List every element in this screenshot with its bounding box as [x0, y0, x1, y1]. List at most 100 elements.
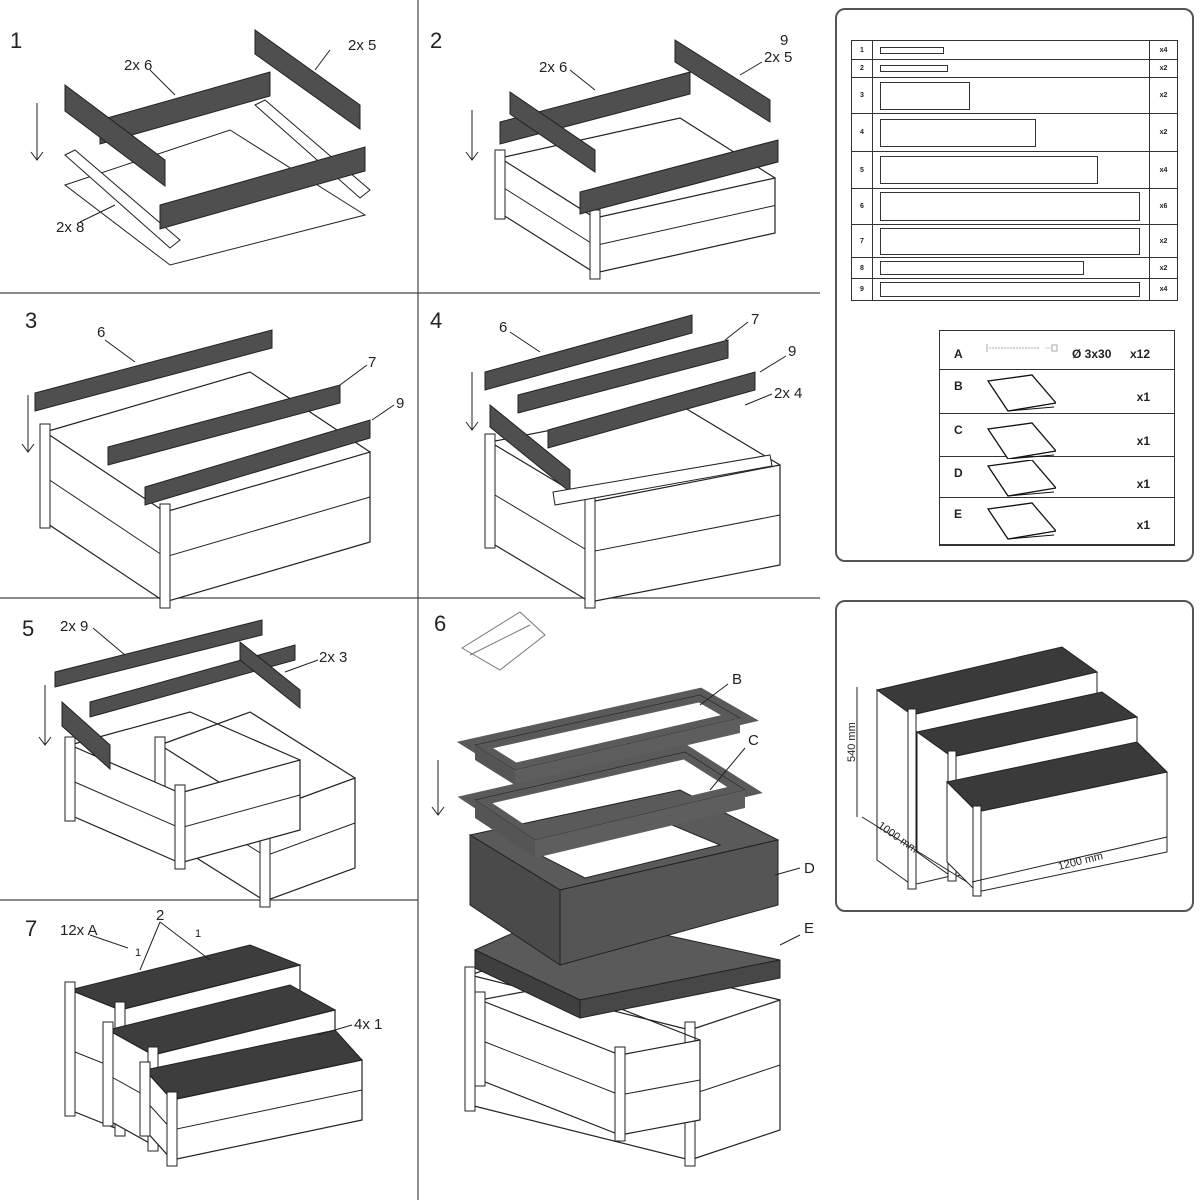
liner-sheet-icon [986, 460, 1056, 497]
part-number: 9 [852, 279, 873, 300]
hardware-quantity: x1 [1136, 434, 1150, 448]
step-7-label-2: 2 [156, 907, 164, 924]
ground-sheet [63, 129, 367, 266]
liner-d-front [559, 839, 779, 966]
part-quantity: x2 [1159, 237, 1168, 245]
part-row: 8 x2 [852, 258, 1177, 279]
arrow-head-icon [431, 806, 445, 816]
part-row: 5 x4 [852, 152, 1177, 189]
board-shape-icon [880, 227, 1140, 255]
leader-line [139, 921, 161, 971]
leader-line [104, 339, 136, 363]
leader-line [709, 747, 746, 791]
part-quantity: x6 [1159, 203, 1168, 210]
board-plank [674, 39, 771, 123]
box-back-edge [44, 371, 371, 453]
board-shape-icon [880, 192, 1140, 221]
board-plank [34, 329, 273, 412]
step-5-label-9: 2x 9 [60, 618, 88, 635]
leader-line [699, 683, 729, 706]
corner-post [972, 805, 982, 897]
step-2-label-5: 2x 5 [764, 49, 792, 66]
part-outline [873, 78, 1150, 113]
step-6-label-b: B [732, 671, 742, 688]
part-row: 3 x2 [852, 78, 1177, 114]
step-7-label-1b: 1 [195, 928, 201, 940]
finished-bed-drawing: 540 mm 1000 mm 1200 mm [846, 646, 1169, 897]
part-row: 4 x2 [852, 114, 1177, 152]
board-8 [64, 149, 181, 249]
board-shape-icon [880, 81, 970, 110]
part-number: 7 [852, 225, 873, 257]
part-quantity: x2 [1159, 92, 1168, 99]
board-plank [61, 700, 111, 771]
step-1-label-8: 2x 8 [56, 219, 84, 236]
step-5-label-3: 2x 3 [319, 649, 347, 666]
corner-post [589, 209, 601, 280]
part-quantity: x4 [1159, 46, 1168, 54]
step-3-label-6: 6 [97, 324, 105, 341]
board-plank [144, 419, 371, 506]
depth-dimension-line [861, 816, 968, 883]
board-shape-icon [880, 65, 948, 72]
step-2-number: 2 [430, 28, 442, 53]
step-6-label-c: C [748, 732, 759, 749]
part-row: 1 x4 [852, 41, 1177, 60]
leader-line [149, 69, 176, 96]
corner-post [159, 503, 171, 609]
part-number: 4 [852, 114, 873, 151]
board-plank [159, 146, 366, 230]
part-quantity: x2 [1159, 65, 1168, 72]
part-outline [873, 114, 1150, 151]
liner-sheet-icon [986, 502, 1056, 540]
box-side [876, 689, 913, 886]
part-number: 1 [852, 41, 873, 59]
corner-post [102, 1021, 114, 1127]
hardware-id: D [954, 466, 963, 480]
board-plank [509, 91, 596, 173]
board-plank [484, 314, 693, 391]
board-plank [64, 84, 166, 187]
hardware-row: E x1 [940, 498, 1174, 544]
part-number: 6 [852, 189, 873, 224]
arrow-head-icon [38, 736, 52, 746]
panel-dividers [0, 0, 820, 1200]
corner-post [494, 149, 506, 220]
width-dimension-line [971, 836, 1168, 883]
board-plank [107, 384, 341, 466]
part-row: 2 x2 [852, 60, 1177, 78]
liner-sheet-icon [986, 422, 1056, 459]
step-2-label-9: 9 [780, 32, 788, 49]
arrow-head-icon [30, 151, 44, 161]
part-outline [873, 279, 1150, 300]
board-shape-icon [880, 282, 1140, 297]
corner-post [474, 991, 486, 1087]
corner-post [584, 493, 596, 609]
step-3-label-7: 7 [368, 354, 376, 371]
box-back-edge [69, 711, 301, 761]
arrow-head-icon [465, 421, 479, 431]
liner-b-side [475, 745, 515, 785]
part-quantity: x2 [1159, 264, 1168, 272]
hardware-quantity: x12 [1129, 347, 1150, 361]
part-row: 6 x6 [852, 189, 1177, 225]
part-outline [873, 152, 1150, 188]
corner-post [907, 708, 917, 890]
part-outline [873, 258, 1150, 278]
liner-b-front [515, 718, 740, 785]
part-number: 3 [852, 78, 873, 113]
part-number: 5 [852, 152, 873, 188]
part-outline [873, 60, 1150, 77]
leader-line [569, 69, 596, 91]
leader-line [314, 49, 331, 71]
corner-post [464, 966, 476, 1112]
board-shape-icon [880, 46, 944, 54]
box-back-edge [159, 711, 356, 779]
dimensions-panel: 540 mm 1000 mm 1200 mm [835, 600, 1194, 912]
step-4-label-9: 9 [788, 343, 796, 360]
step-7-label-board1: 4x 1 [354, 1016, 382, 1033]
